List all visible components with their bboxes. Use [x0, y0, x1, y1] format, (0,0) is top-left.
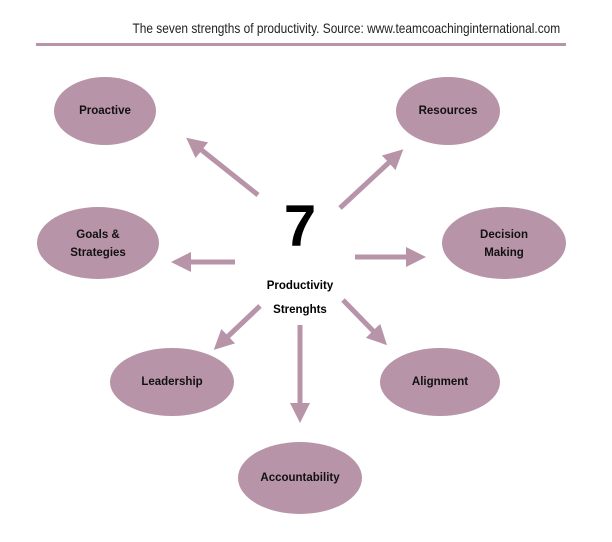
center-label-line2: Strenghts — [273, 304, 327, 316]
divider-rule — [36, 43, 566, 46]
node-decision-shape — [442, 207, 566, 279]
node-proactive-shape — [54, 77, 156, 145]
center-label: Productivity Strenghts — [267, 274, 333, 322]
node-accountability-label: Accountability — [260, 472, 340, 484]
node-alignment-shape — [380, 348, 500, 416]
node-alignment-label: Alignment — [411, 376, 469, 388]
arrow-to-proactive — [186, 137, 260, 197]
node-goals-line1: Goals & — [76, 229, 120, 241]
node-resources-label: Resources — [418, 105, 478, 117]
node-decision-label: Decision Making — [480, 226, 528, 262]
node-proactive-label: Proactive — [79, 105, 131, 117]
node-leadership-label: Leadership — [141, 376, 203, 388]
figure-caption: The seven strengths of productivity. Sou… — [132, 20, 560, 36]
node-goals-label: Goals & Strategies — [70, 226, 126, 262]
arrow-to-alignment — [341, 298, 387, 346]
node-goals-line2: Strategies — [70, 247, 126, 259]
node-decision-line1: Decision — [480, 229, 528, 241]
center-number: 7 — [283, 193, 317, 259]
node-leadership-shape — [110, 348, 234, 416]
arrow-to-resources — [338, 149, 404, 210]
node-resources-shape — [396, 77, 500, 145]
node-accountability-shape — [238, 442, 362, 514]
arrow-to-leadership — [213, 304, 262, 350]
node-goals-shape — [37, 207, 159, 279]
node-decision-line2: Making — [484, 247, 524, 259]
center-label-line1: Productivity — [266, 280, 334, 292]
